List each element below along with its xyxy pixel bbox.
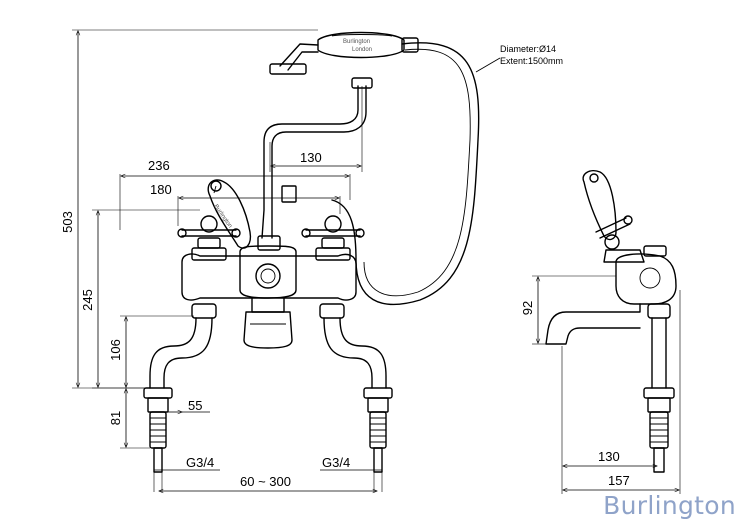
left-leg <box>143 303 217 473</box>
thread-left-label: G3/4 <box>186 455 214 470</box>
central-body <box>239 235 297 349</box>
front-view: Burlington London Burlington <box>60 29 563 492</box>
shower-handset: Burlington London <box>269 31 419 75</box>
dim-236: 236 <box>119 158 351 230</box>
dim-157-label: 157 <box>608 473 630 488</box>
dim-130-top-label: 130 <box>300 150 322 165</box>
right-cross-handle <box>301 215 365 261</box>
side-view: 92 130 157 <box>520 170 681 494</box>
thread-callouts: G3/4 G3/4 <box>153 448 383 492</box>
handset-sub-text: London <box>352 47 372 53</box>
dim-81-label: 81 <box>108 411 123 425</box>
dim-157: 157 <box>563 290 681 494</box>
dim-180: 180 <box>150 182 341 226</box>
brand-logo: Burlington <box>603 491 736 520</box>
dim-81: 81 <box>108 389 150 449</box>
left-cross-handle <box>177 215 241 261</box>
right-leg <box>319 303 393 473</box>
thread-right-label: G3/4 <box>322 455 350 470</box>
dim-236-label: 236 <box>148 158 170 173</box>
dim-130-side-label: 130 <box>598 449 620 464</box>
dim-106: 106 <box>108 315 194 387</box>
handset-riser <box>261 85 359 239</box>
dim-centres-label: 60 ~ 300 <box>240 474 291 489</box>
lever-brand-text: Burlington <box>212 204 232 230</box>
dim-245: 245 <box>80 209 200 389</box>
dim-92-label: 92 <box>520 301 535 315</box>
shower-hose <box>331 42 480 306</box>
bridge-bar <box>181 253 357 301</box>
handset-brand-text: Burlington <box>343 39 370 45</box>
dim-centres: 60 ~ 300 <box>159 474 377 491</box>
dim-180-label: 180 <box>150 182 172 197</box>
dim-92: 92 <box>520 275 616 345</box>
hose-extent-label: Extent:1500mm <box>500 56 563 66</box>
hose-diameter-label: Diameter:Ø14 <box>500 44 556 54</box>
dim-503: 503 <box>60 29 318 389</box>
dim-55: 55 <box>166 398 210 413</box>
dim-503-label: 503 <box>60 211 75 233</box>
dim-130-top: 130 <box>269 86 363 172</box>
hose-annotation: Diameter:Ø14 Extent:1500mm <box>475 44 563 73</box>
dim-245-label: 245 <box>80 289 95 311</box>
dim-55-label: 55 <box>188 398 202 413</box>
dim-130-side: 130 <box>561 346 658 494</box>
dim-106-label: 106 <box>108 339 123 361</box>
